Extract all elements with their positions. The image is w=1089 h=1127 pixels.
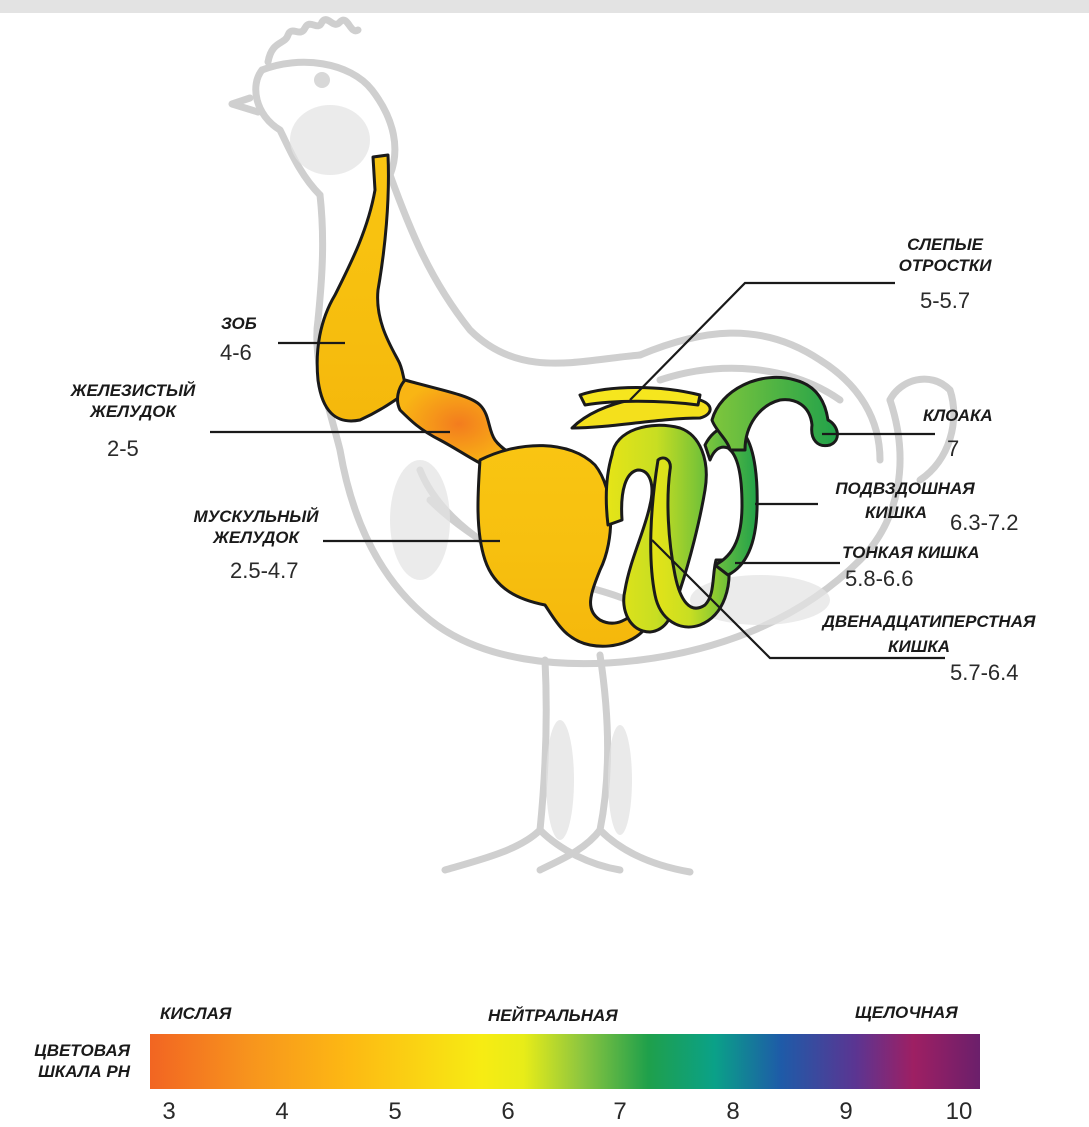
small-intestine-label: ТОНКАЯ КИШКА: [842, 542, 980, 563]
digestive-tract: [317, 155, 837, 646]
gizzard-label-line2: ЖЕЛУДОК: [176, 527, 336, 548]
crop-label: ЗОБ: [221, 313, 257, 334]
ph-tick-3: 3: [149, 1098, 189, 1126]
ileum-label-line1: ПОДВЗДОШНАЯ: [815, 478, 995, 499]
scale-title: ЦВЕТОВАЯ ШКАЛА PH: [10, 1040, 130, 1082]
small-intestine-ph: 5.8-6.6: [845, 567, 914, 591]
ph-tick-6: 6: [488, 1098, 528, 1126]
ph-tick-9: 9: [826, 1098, 866, 1126]
ph-tick-5: 5: [375, 1098, 415, 1126]
ph-color-scale-bar: [150, 1034, 980, 1089]
caeca-ph: 5-5.7: [920, 289, 970, 313]
rooster-diagram: [0, 0, 1089, 1000]
ileum-ph: 6.3-7.2: [950, 511, 1019, 535]
duodenum-label: ДВЕНАДЦАТИПЕРСТНАЯ: [800, 611, 1058, 632]
scale-acid-label: КИСЛАЯ: [160, 1004, 231, 1024]
ph-tick-7: 7: [600, 1098, 640, 1126]
duodenum-ph: 5.7-6.4: [950, 661, 1019, 685]
gizzard-label: МУСКУЛЬНЫЙ ЖЕЛУДОК: [176, 506, 336, 548]
proventriculus-label-line2: ЖЕЛУДОК: [52, 401, 214, 422]
crop-ph: 4-6: [220, 341, 252, 365]
cloaca-ph: 7: [947, 437, 959, 461]
ileum-label: ПОДВЗДОШНАЯ: [815, 478, 995, 499]
caeca-label-line1: СЛЕПЫЕ: [880, 234, 1010, 255]
proventriculus-label: ЖЕЛЕЗИСТЫЙ ЖЕЛУДОК: [52, 380, 214, 422]
scale-title-line1: ЦВЕТОВАЯ: [10, 1040, 130, 1061]
duodenum-label-line1: ДВЕНАДЦАТИПЕРСТНАЯ: [800, 611, 1058, 632]
scale-title-line2: ШКАЛА PH: [10, 1061, 130, 1082]
caeca-label-line2: ОТРОСТКИ: [880, 255, 1010, 276]
scale-alkaline-label: ЩЕЛОЧНАЯ: [855, 1003, 958, 1023]
gizzard-ph: 2.5-4.7: [230, 559, 299, 583]
scale-neutral-label: НЕЙТРАЛЬНАЯ: [488, 1006, 618, 1026]
caeca-label: СЛЕПЫЕ ОТРОСТКИ: [880, 234, 1010, 276]
ph-tick-10: 10: [939, 1098, 979, 1126]
duodenum-label-line2: КИШКА: [888, 636, 950, 657]
ph-tick-8: 8: [713, 1098, 753, 1126]
cloaca-label: КЛОАКА: [923, 405, 993, 426]
ph-tick-4: 4: [262, 1098, 302, 1126]
gizzard-label-line1: МУСКУЛЬНЫЙ: [176, 506, 336, 527]
proventriculus-ph: 2-5: [107, 437, 139, 461]
proventriculus-label-line1: ЖЕЛЕЗИСТЫЙ: [52, 380, 214, 401]
ileum-label-line2: КИШКА: [865, 502, 927, 523]
